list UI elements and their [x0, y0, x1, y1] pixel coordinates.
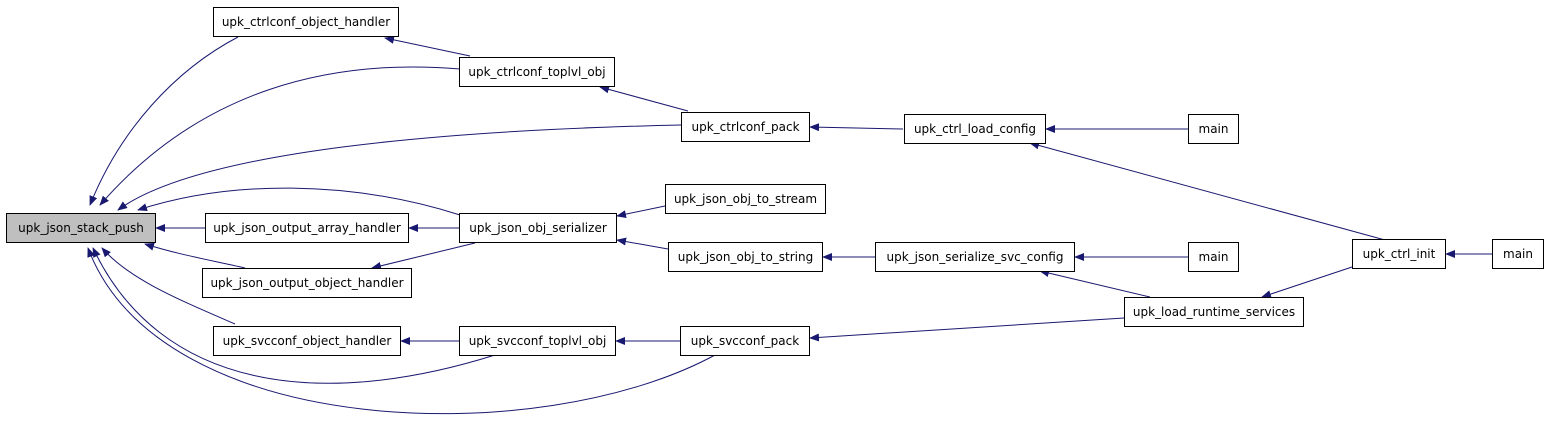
edge-sohan-root — [101, 247, 236, 325]
edge-ser-root — [137, 187, 461, 216]
node-upk-json-output-array-handler[interactable]: upk_json_output_array_handler — [205, 213, 409, 243]
node-upk-ctrl-init[interactable]: upk_ctrl_init — [1352, 239, 1446, 269]
edge-lrs-spack — [809, 317, 1125, 342]
node-upk-svcconf-object-handler[interactable]: upk_svcconf_object_handler — [213, 326, 401, 356]
edge-cinit-cload — [1029, 141, 1386, 241]
edge-stop-root — [92, 247, 496, 384]
edge-tostr-ser — [616, 205, 666, 219]
node-upk-ctrlconf-pack[interactable]: upk_ctrlconf_pack — [681, 112, 810, 142]
edge-ctop-root — [99, 66, 461, 206]
node-upk-json-output-object-handler[interactable]: upk_json_output_object_handler — [202, 268, 412, 298]
edge-ser-oobj — [371, 242, 476, 270]
node-main-1[interactable]: main — [1188, 114, 1239, 144]
edge-tostrg-ser — [616, 237, 669, 250]
node-main-2[interactable]: main — [1188, 242, 1239, 272]
edge-cload-cpack — [809, 123, 904, 132]
edge-oobj-root — [144, 242, 246, 269]
node-upk-svcconf-pack[interactable]: upk_svcconf_pack — [680, 326, 810, 356]
node-upk-json-obj-to-string[interactable]: upk_json_obj_to_string — [668, 242, 823, 272]
node-upk-svcconf-toplvl-obj[interactable]: upk_svcconf_toplvl_obj — [459, 326, 616, 356]
node-upk-json-obj-serializer[interactable]: upk_json_obj_serializer — [459, 213, 617, 243]
node-upk-json-stack-push: upk_json_stack_push — [6, 213, 156, 243]
edge-spack-root — [87, 247, 716, 415]
node-upk-ctrl-load-config[interactable]: upk_ctrl_load_config — [904, 114, 1046, 144]
edge-lrs-svccfg — [1039, 269, 1151, 298]
edge-cpack-root — [117, 124, 682, 211]
edge-cinit-lrs — [1261, 266, 1353, 298]
node-upk-ctrlconf-object-handler[interactable]: upk_ctrlconf_object_handler — [213, 7, 399, 37]
node-upk-load-runtime-services[interactable]: upk_load_runtime_services — [1124, 297, 1304, 327]
edge-ctop-cohan — [384, 35, 471, 57]
node-upk-ctrlconf-toplvl-obj[interactable]: upk_ctrlconf_toplvl_obj — [459, 57, 615, 87]
edge-cpack-ctop — [599, 85, 689, 112]
node-upk-json-obj-to-stream[interactable]: upk_json_obj_to_stream — [665, 184, 826, 214]
node-main-3[interactable]: main — [1492, 239, 1544, 269]
edge-cohan-root — [89, 36, 239, 206]
node-upk-json-serialize-svc-config[interactable]: upk_json_serialize_svc_config — [875, 242, 1075, 272]
